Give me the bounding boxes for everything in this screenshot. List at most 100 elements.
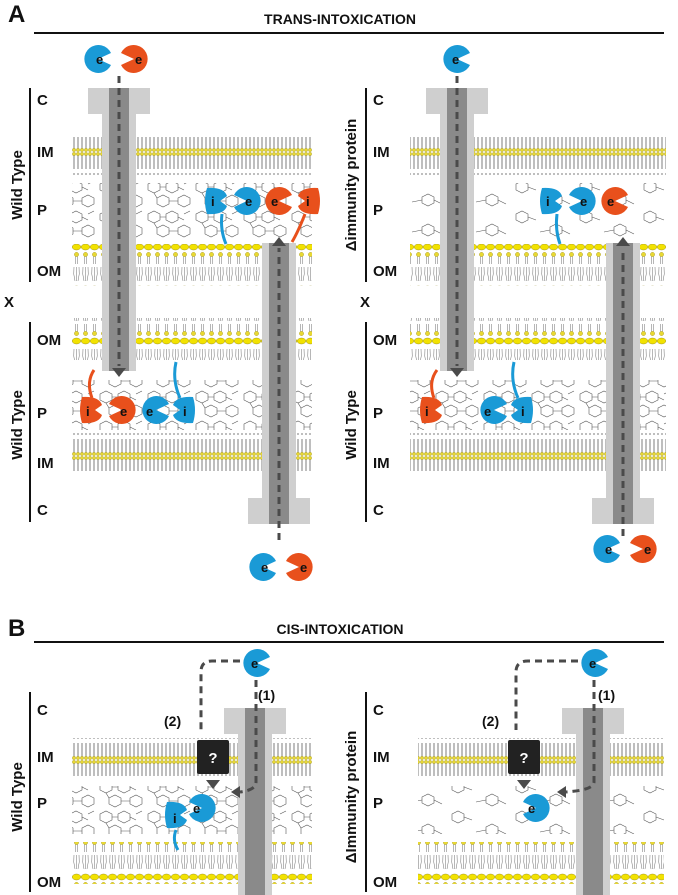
immunity-label: i <box>306 194 310 209</box>
left-top-effector-pair: e e <box>84 45 148 73</box>
panel-a-letter: A <box>8 1 25 28</box>
b-right-layer-c: C <box>373 702 384 719</box>
right-bottom-orange-immunity: i <box>420 369 442 424</box>
b-right-strain-label: ΔImmunity protein <box>343 731 360 863</box>
b-right-route-2-label: (2) <box>482 713 499 729</box>
b-left-strain-label: Wild Type <box>9 762 26 832</box>
left-cross-mark: X <box>4 294 14 311</box>
left-layer-p-bottom: P <box>37 405 47 422</box>
panel-b-letter: B <box>8 615 25 642</box>
right-bottom-strain-label: Wild Type <box>343 390 360 460</box>
left-bottom-orange-complex: i e <box>80 369 136 424</box>
b-right-secretion-channel <box>562 708 624 895</box>
right-layer-p-bottom: P <box>373 405 383 422</box>
right-bottom-blue-complex: e i <box>480 361 533 424</box>
right-layer-im-bottom: IM <box>373 455 390 472</box>
right-layer-om-bottom: OM <box>373 332 397 349</box>
left-layer-p-top: P <box>37 202 47 219</box>
left-top-blue-complex: i e <box>205 187 261 245</box>
panel-a-title: TRANS-INTOXICATION <box>264 11 416 27</box>
left-layer-im-top: IM <box>37 144 54 161</box>
effector-label: e <box>644 542 651 557</box>
panel-b-title: CIS-INTOXICATION <box>276 621 403 637</box>
b-left-unknown-transporter: ? <box>197 740 229 774</box>
right-layer-c-top: C <box>373 92 384 109</box>
right-top-orange-effector: e <box>601 187 628 215</box>
right-top-strain-label: Δimmunity protein <box>343 119 360 251</box>
right-top-effector: e <box>443 45 470 73</box>
immunity-label: i <box>211 194 215 209</box>
effector-label: e <box>245 194 252 209</box>
b-right-route-1-path <box>565 680 596 794</box>
b-right-route-1-arrow <box>557 786 566 798</box>
effector-label: e <box>528 801 535 816</box>
left-layer-c-bottom: C <box>37 502 48 519</box>
b-right-outer-membrane <box>418 842 664 884</box>
panel-a-right: Δimmunity protein Wild Type X C IM P OM … <box>343 45 666 563</box>
b-left-periplasm-complex: i e <box>165 794 216 851</box>
effector-label: e <box>452 52 459 67</box>
effector-label: e <box>193 801 200 816</box>
b-right-unknown-label: ? <box>519 750 528 767</box>
effector-label: e <box>261 560 268 575</box>
effector-label: e <box>271 194 278 209</box>
panel-b: B CIS-INTOXICATION Wild Type C IM P OM ? <box>8 615 664 895</box>
b-left-route-1-path <box>239 680 258 794</box>
effector-label: e <box>484 404 491 419</box>
b-left-layer-im: IM <box>37 749 54 766</box>
panel-b-right: ΔImmunity protein C IM P OM ? (1) <box>343 649 664 895</box>
b-right-periplasm-effector: e <box>523 794 550 822</box>
immunity-label: i <box>425 404 429 419</box>
effector-label: e <box>120 404 127 419</box>
left-bottom-secretion-channel <box>248 237 310 540</box>
b-right-layer-om: OM <box>373 874 397 891</box>
effector-label: e <box>146 404 153 419</box>
effector-label: e <box>135 52 142 67</box>
b-left-inner-membrane <box>72 738 312 776</box>
immunity-label: i <box>546 194 550 209</box>
left-top-secretion-channel <box>88 76 150 377</box>
left-top-strain-label: Wild Type <box>9 150 26 220</box>
b-right-route-1-label: (1) <box>598 687 615 703</box>
b-left-route-2-path <box>199 659 240 730</box>
effector-label: e <box>251 656 258 671</box>
b-left-route-2-arrow <box>206 780 220 789</box>
b-right-cytoplasmic-effector: e <box>581 649 608 677</box>
right-cross-mark: X <box>360 294 370 311</box>
right-top-secretion-channel <box>426 76 488 377</box>
left-bottom-blue-complex: e i <box>142 361 195 424</box>
b-right-unknown-transporter: ? <box>508 740 540 774</box>
left-bottom-effector-pair: e e <box>249 553 313 581</box>
immunity-label: i <box>173 811 177 826</box>
left-top-orange-complex: e i <box>265 187 320 243</box>
immunity-label: i <box>86 404 90 419</box>
effector-label: e <box>607 194 614 209</box>
right-layer-om-top: OM <box>373 263 397 280</box>
effector-label: e <box>96 52 103 67</box>
b-left-layer-om: OM <box>37 874 61 891</box>
effector-label: e <box>605 542 612 557</box>
right-layer-p-top: P <box>373 202 383 219</box>
left-bottom-strain-label: Wild Type <box>9 390 26 460</box>
b-left-outer-membrane <box>72 842 312 884</box>
panel-a: A TRANS-INTOXICATION Wild Type Wild Type… <box>4 1 666 581</box>
left-layer-c-top: C <box>37 92 48 109</box>
b-right-route-2-arrow <box>517 780 531 789</box>
b-right-route-2-path <box>514 659 578 730</box>
left-layer-om-bottom: OM <box>37 332 61 349</box>
b-left-route-1-arrow <box>231 786 240 798</box>
b-right-layer-im: IM <box>373 749 390 766</box>
right-bottom-effector-pair: e e <box>593 535 657 563</box>
panel-a-left: Wild Type Wild Type X C IM P OM OM P IM … <box>4 45 320 581</box>
right-layer-im-top: IM <box>373 144 390 161</box>
left-layer-im-bottom: IM <box>37 455 54 472</box>
effector-label: e <box>300 560 307 575</box>
b-right-layer-p: P <box>373 795 383 812</box>
effector-label: e <box>580 194 587 209</box>
b-left-route-1-label: (1) <box>258 687 275 703</box>
b-right-inner-membrane <box>418 738 664 776</box>
right-bottom-secretion-channel <box>592 237 654 536</box>
right-layer-c-bottom: C <box>373 502 384 519</box>
b-left-unknown-label: ? <box>208 750 217 767</box>
